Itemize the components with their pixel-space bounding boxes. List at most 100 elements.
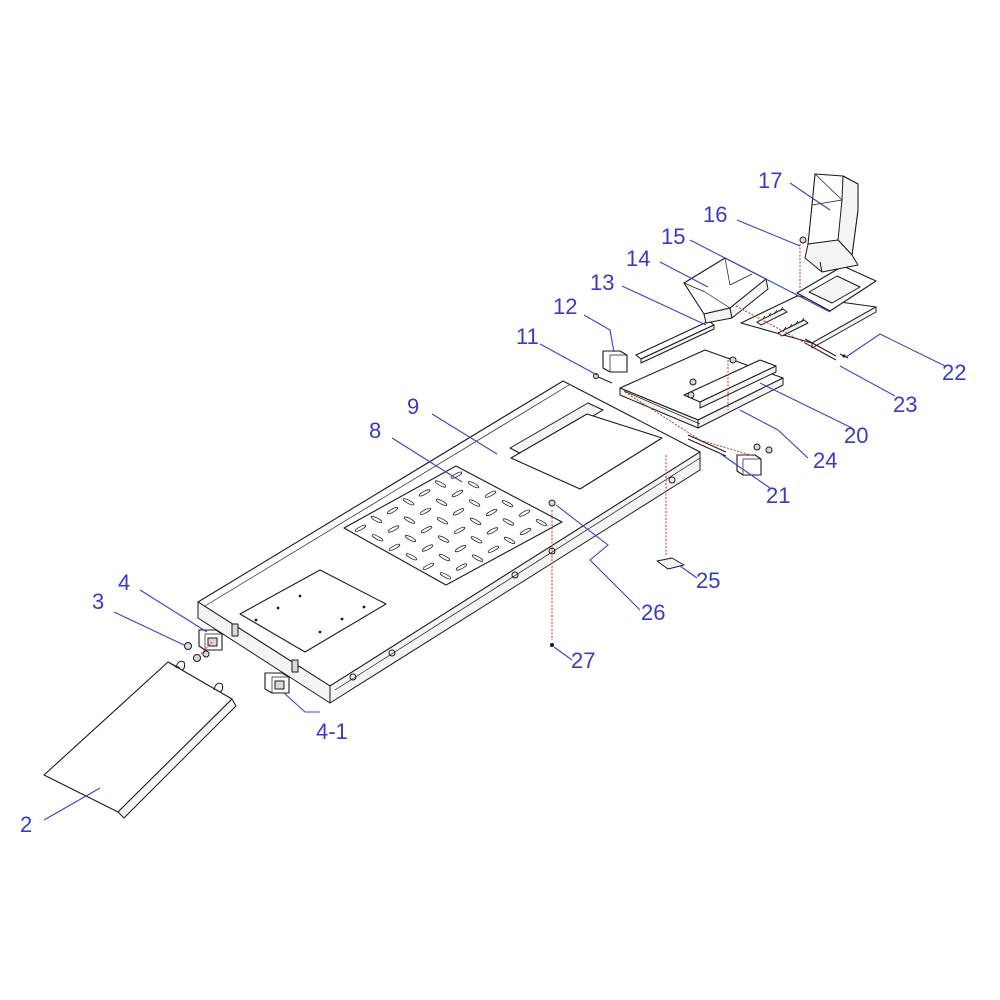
leader-15 bbox=[689, 239, 831, 313]
callout-22: 22 bbox=[942, 360, 966, 385]
part-11-pin bbox=[593, 373, 613, 384]
callout-21: 21 bbox=[766, 483, 790, 508]
leader-12 bbox=[583, 314, 615, 353]
callout-3: 3 bbox=[92, 589, 104, 614]
callout-20: 20 bbox=[844, 423, 868, 448]
tread-slot bbox=[518, 509, 531, 517]
tread-slot bbox=[436, 517, 449, 525]
part-8-tread-plate bbox=[343, 465, 563, 586]
tread-slot bbox=[452, 508, 465, 516]
tread-slot bbox=[388, 543, 401, 551]
tread-slot bbox=[435, 498, 448, 506]
part-24-rail bbox=[683, 359, 777, 409]
callout-24: 24 bbox=[813, 448, 837, 473]
tread-slot bbox=[468, 499, 481, 507]
tread-slot bbox=[419, 507, 432, 515]
callout-labels: 2 3 4 4-1 8 9 11 12 13 14 15 16 17 20 21… bbox=[20, 168, 966, 837]
part-16-bolt bbox=[799, 236, 807, 244]
part-22-pin bbox=[839, 353, 849, 359]
tread-slot bbox=[418, 489, 431, 497]
callout-17: 17 bbox=[758, 168, 782, 193]
tread-slot bbox=[370, 515, 383, 524]
tread-slot bbox=[455, 563, 468, 571]
tread-slot bbox=[470, 536, 483, 544]
tread-slot bbox=[405, 553, 418, 561]
assembly-axes bbox=[198, 244, 823, 657]
leader-13 bbox=[621, 285, 707, 326]
part-26-pin bbox=[548, 499, 556, 507]
part-20-bolts bbox=[687, 356, 737, 399]
leader-11 bbox=[539, 343, 598, 376]
part-15-base-plate bbox=[740, 295, 877, 349]
part-14-chock bbox=[683, 257, 769, 324]
tread-slot bbox=[454, 545, 467, 553]
callout-15: 15 bbox=[661, 224, 685, 249]
leader-16 bbox=[736, 219, 801, 247]
plate-slot bbox=[788, 323, 793, 329]
callout-26: 26 bbox=[641, 600, 665, 625]
part-20-carrier-plate bbox=[619, 349, 784, 429]
tread-slot bbox=[421, 544, 434, 552]
leader-25 bbox=[679, 565, 698, 579]
callout-4-1: 4-1 bbox=[316, 719, 348, 744]
tread-slot bbox=[354, 524, 367, 532]
callout-12: 12 bbox=[553, 294, 577, 319]
tread-slot bbox=[371, 534, 384, 542]
tread-slot bbox=[386, 507, 399, 515]
tread-slot bbox=[502, 518, 515, 526]
leader-20 bbox=[759, 382, 853, 429]
callout-16: 16 bbox=[703, 202, 727, 227]
leader-22 bbox=[845, 333, 946, 367]
tread-slot bbox=[484, 490, 497, 498]
tread-slot bbox=[471, 554, 484, 562]
callout-8: 8 bbox=[369, 418, 381, 443]
leader-21 bbox=[717, 451, 771, 489]
leader-14 bbox=[659, 261, 709, 288]
part-4-bracket bbox=[198, 629, 223, 651]
leader-4 bbox=[139, 589, 208, 633]
leader-27 bbox=[553, 646, 573, 661]
tread-slot bbox=[434, 480, 447, 488]
leader-4-1 bbox=[283, 692, 320, 713]
leader-3 bbox=[113, 611, 185, 646]
tread-slot bbox=[437, 535, 450, 543]
tread-slot bbox=[439, 572, 452, 580]
plate-slot bbox=[782, 326, 787, 332]
leader-17 bbox=[789, 182, 831, 211]
callout-23: 23 bbox=[893, 392, 917, 417]
tread-slot bbox=[420, 526, 433, 534]
part-13-bar bbox=[635, 320, 715, 364]
tread-slot bbox=[485, 508, 498, 517]
tread-slot bbox=[451, 489, 464, 498]
leader-8 bbox=[391, 437, 463, 483]
tread-slot bbox=[503, 536, 516, 544]
callout-13: 13 bbox=[590, 270, 614, 295]
tread-slot bbox=[422, 562, 435, 570]
leader-2 bbox=[43, 787, 101, 821]
plate-slot bbox=[800, 317, 805, 323]
tread-slot bbox=[453, 526, 466, 534]
part-25-pad bbox=[656, 557, 685, 570]
tread-slot bbox=[501, 500, 514, 508]
callout-4: 4 bbox=[118, 570, 130, 595]
tread-slot bbox=[450, 471, 463, 479]
part-3-bolts bbox=[184, 642, 210, 662]
leader-23 bbox=[839, 365, 896, 397]
tread-slot bbox=[402, 498, 415, 506]
tread-slot bbox=[519, 527, 532, 536]
plate-slot bbox=[779, 306, 784, 312]
plate-slot bbox=[761, 315, 766, 321]
callout-9: 9 bbox=[407, 394, 419, 419]
tread-slot bbox=[404, 534, 417, 543]
part-4-1-bracket bbox=[264, 672, 290, 694]
tread-slot bbox=[438, 553, 451, 562]
part-27-pin bbox=[550, 643, 554, 647]
callout-14: 14 bbox=[626, 246, 650, 271]
tread-slot bbox=[469, 517, 482, 525]
callout-2: 2 bbox=[20, 812, 32, 837]
tread-slot bbox=[387, 525, 400, 533]
tread-slot bbox=[467, 481, 480, 489]
leader-26 bbox=[555, 504, 641, 611]
tread-slot bbox=[535, 519, 548, 527]
